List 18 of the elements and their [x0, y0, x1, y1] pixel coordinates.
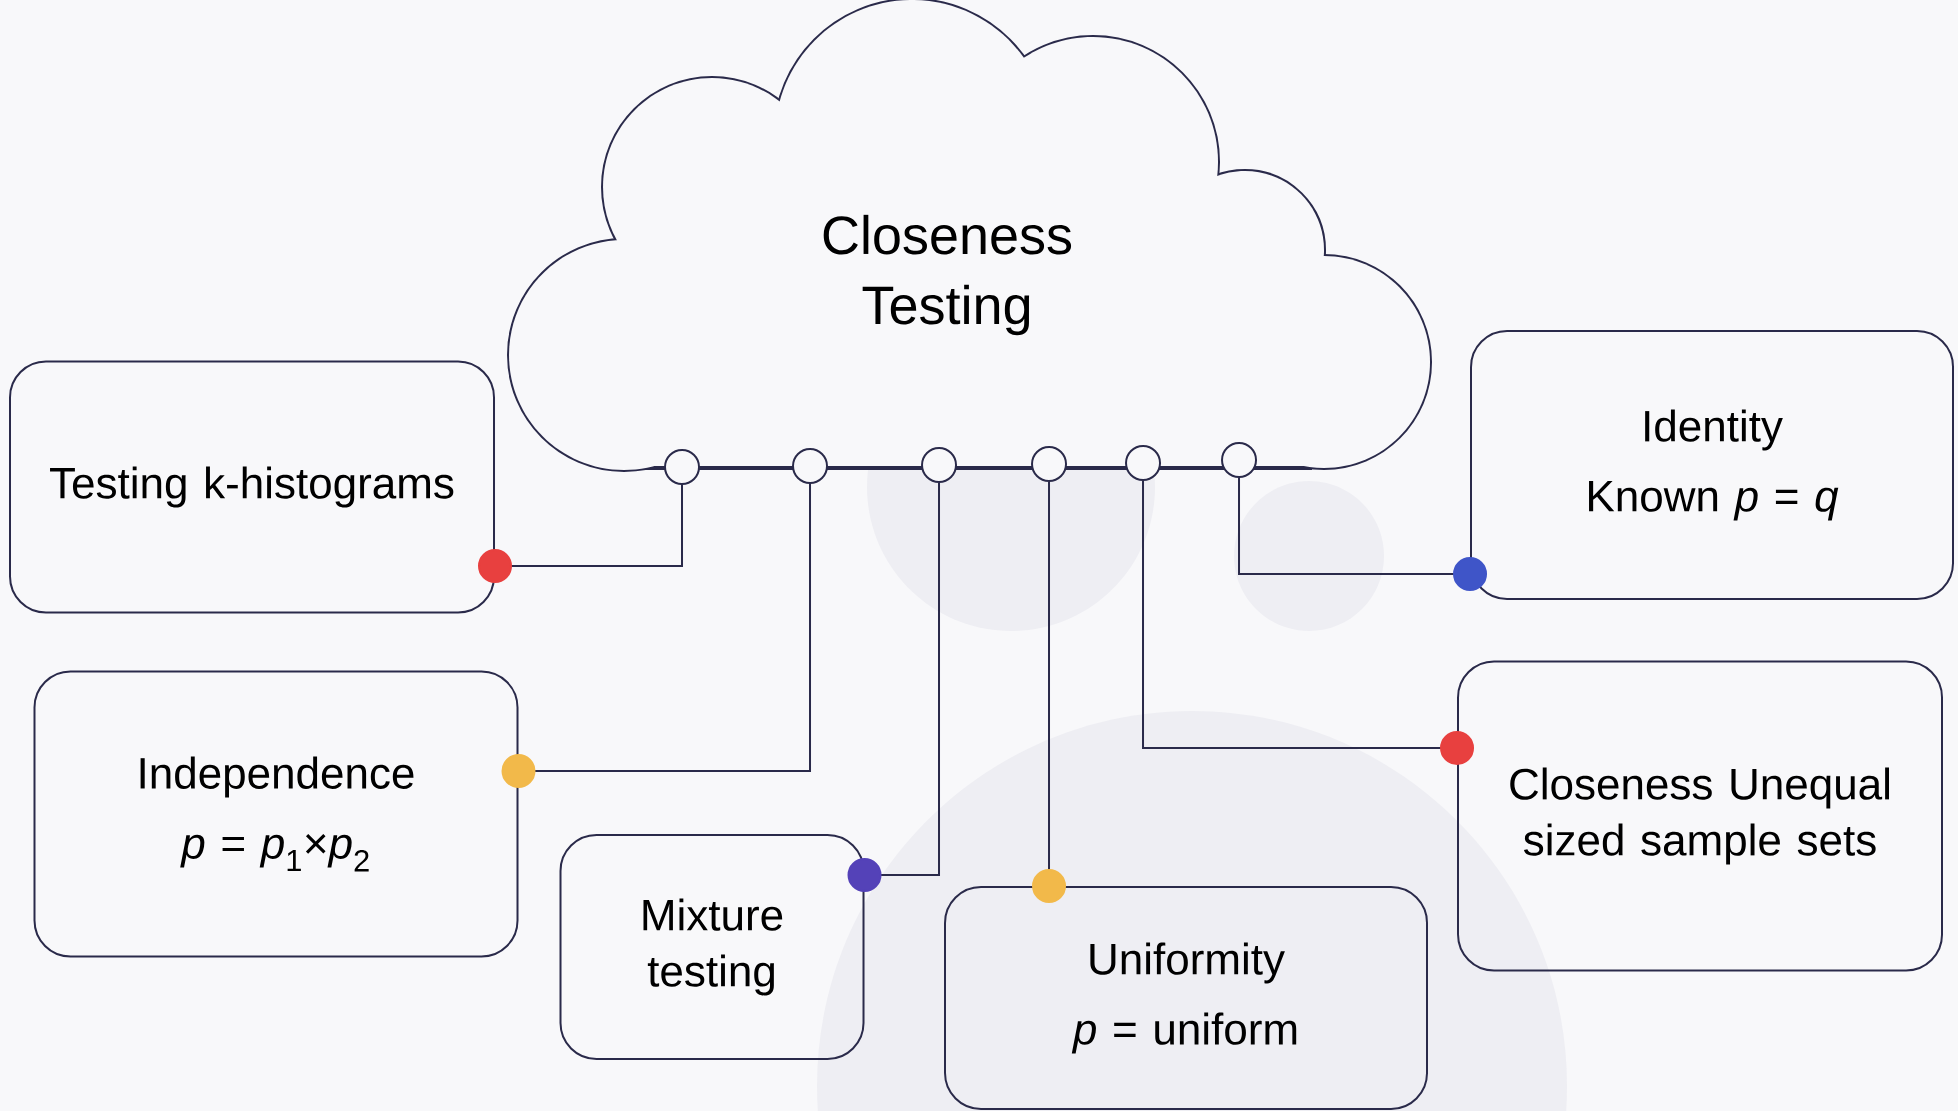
connector-line [1238, 477, 1487, 591]
connector-circle [1125, 445, 1161, 481]
connector-line [847, 482, 940, 892]
text-box: Identity Known p = q [1470, 330, 1955, 600]
connector-circle [921, 447, 957, 483]
text-box: Mixture testing [559, 834, 865, 1060]
connector-circle [792, 448, 828, 484]
connector-circle [1221, 442, 1257, 478]
text-box: Independence p = p$_{1}$×p$_{2}$ [33, 670, 519, 958]
connector-line [1032, 481, 1066, 903]
connector-line [1142, 480, 1474, 765]
connector-circle [1031, 446, 1067, 482]
connector-line [501, 483, 811, 788]
connector-circle [664, 449, 700, 485]
text-box: Testing k-histograms [9, 360, 495, 614]
text-box: Uniformity p = uniform [944, 886, 1428, 1110]
connector-line [478, 484, 683, 583]
text-box: Closeness Unequal sized sample sets [1457, 660, 1944, 972]
